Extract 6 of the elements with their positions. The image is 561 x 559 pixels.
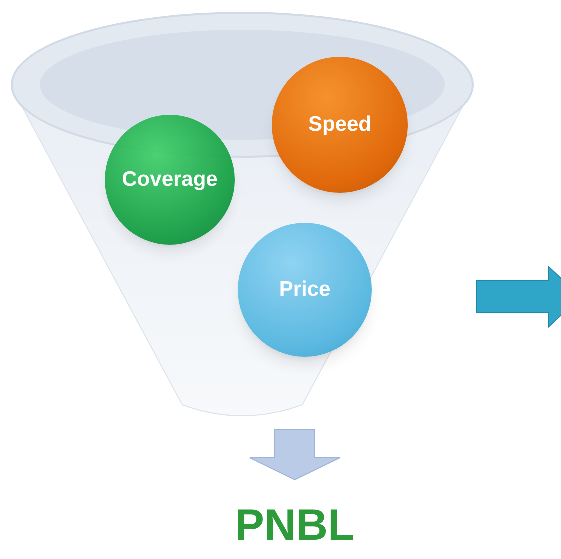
circle-label: Speed [308, 112, 372, 138]
circle-label: Coverage [122, 167, 218, 194]
result-label: PNBL [235, 504, 355, 548]
circle-label: Price [279, 277, 331, 304]
block-arrow [250, 430, 340, 481]
block-arrow [476, 266, 561, 328]
